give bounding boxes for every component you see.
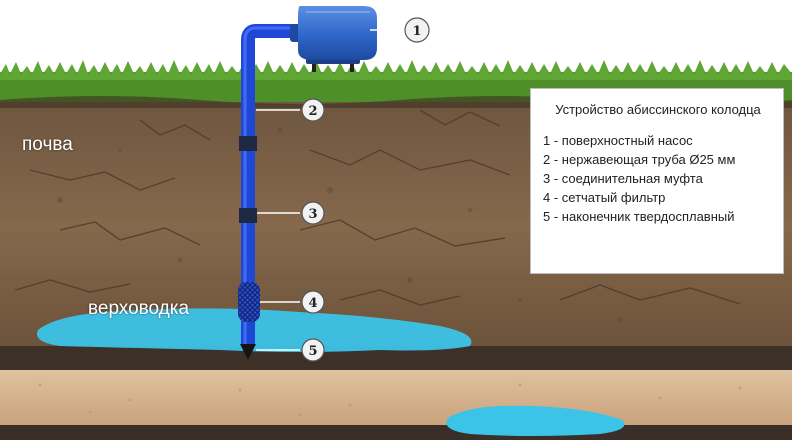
aquifer-water-lens — [446, 405, 625, 436]
soil-cracks — [14, 109, 741, 306]
bottom-clay-layer — [0, 425, 792, 440]
legend-title: Устройство абиссинского колодца — [555, 102, 761, 117]
sand-aquifer-layer — [0, 370, 792, 425]
legend-item: 5 - наконечник твердосплавный — [543, 209, 735, 224]
sand-texture — [38, 383, 742, 417]
soil-label: почва — [22, 134, 73, 155]
perched-water-label: верховодка — [88, 298, 190, 319]
callout-1: 1 — [404, 17, 430, 43]
coupling-lower — [239, 208, 257, 223]
mesh-filter-icon — [238, 282, 260, 322]
legend-box: Устройство абиссинского колодца 1 - пове… — [530, 88, 784, 274]
sky-area — [0, 0, 792, 80]
callout-2: 2 — [301, 98, 325, 122]
svg-text:1: 1 — [412, 24, 421, 39]
callout-lines — [256, 29, 404, 351]
stainless-pipe-icon — [241, 24, 300, 345]
pipe-highlight — [243, 26, 300, 345]
callout-5: 5 — [301, 338, 325, 362]
callout-3: 3 — [301, 201, 325, 225]
carbide-tip-icon — [240, 344, 256, 360]
grass-blades — [0, 60, 792, 80]
legend-item: 2 - нержавеющая труба Ø25 мм — [543, 152, 736, 167]
callout-4: 4 — [301, 290, 325, 314]
legend-item: 4 - сетчатый фильтр — [543, 190, 666, 205]
svg-text:4: 4 — [308, 296, 317, 311]
svg-text:3: 3 — [308, 207, 317, 222]
surface-pump-icon — [290, 6, 377, 72]
legend-item: 3 - соединительная муфта — [543, 171, 703, 186]
legend-list: 1 - поверхностный насос 2 - нержавеющая … — [543, 131, 773, 226]
coupling-icon — [239, 136, 257, 151]
svg-text:5: 5 — [308, 344, 317, 359]
svg-text:2: 2 — [308, 104, 317, 119]
soil-texture — [57, 127, 623, 323]
legend-item: 1 - поверхностный насос — [543, 133, 693, 148]
